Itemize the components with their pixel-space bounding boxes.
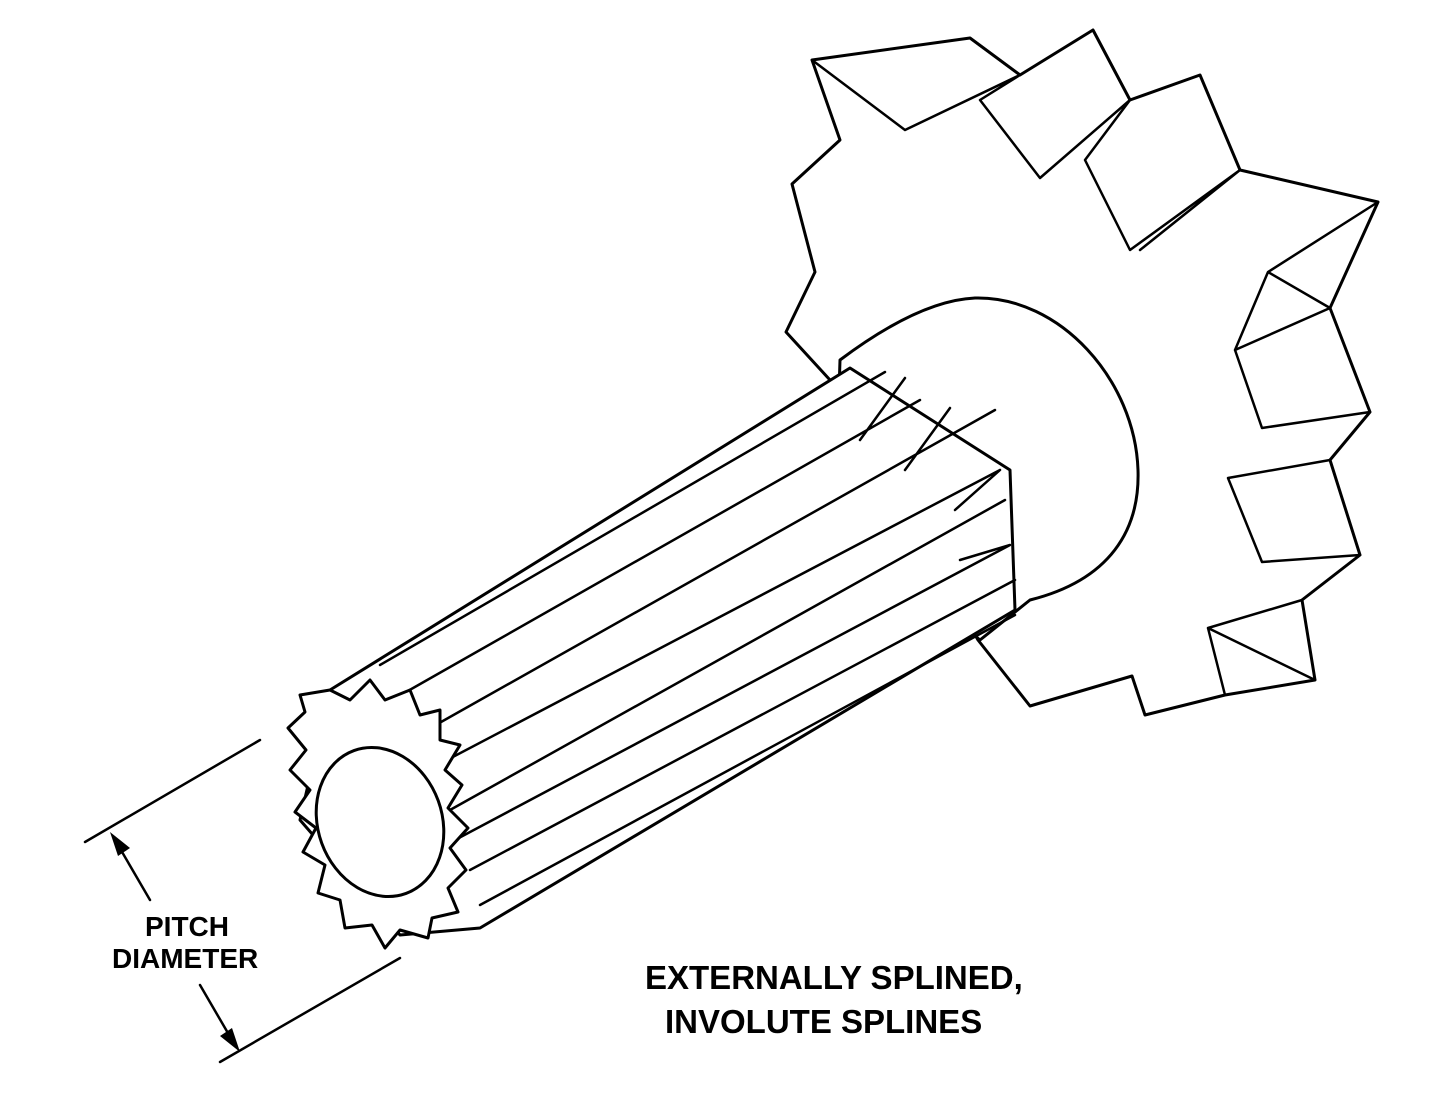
arrow-down-icon <box>220 1028 240 1052</box>
dimension-label-2: DIAMETER <box>112 943 258 974</box>
dimension-label-1: PITCH <box>145 911 229 942</box>
bore <box>314 746 446 898</box>
caption-line-1: EXTERNALLY SPLINED, <box>645 959 1023 996</box>
caption-line-2: INVOLUTE SPLINES <box>665 1003 982 1040</box>
pitch-diameter-dimension <box>83 738 402 1064</box>
spline-end <box>286 678 470 950</box>
arrow-up-icon <box>110 832 130 856</box>
